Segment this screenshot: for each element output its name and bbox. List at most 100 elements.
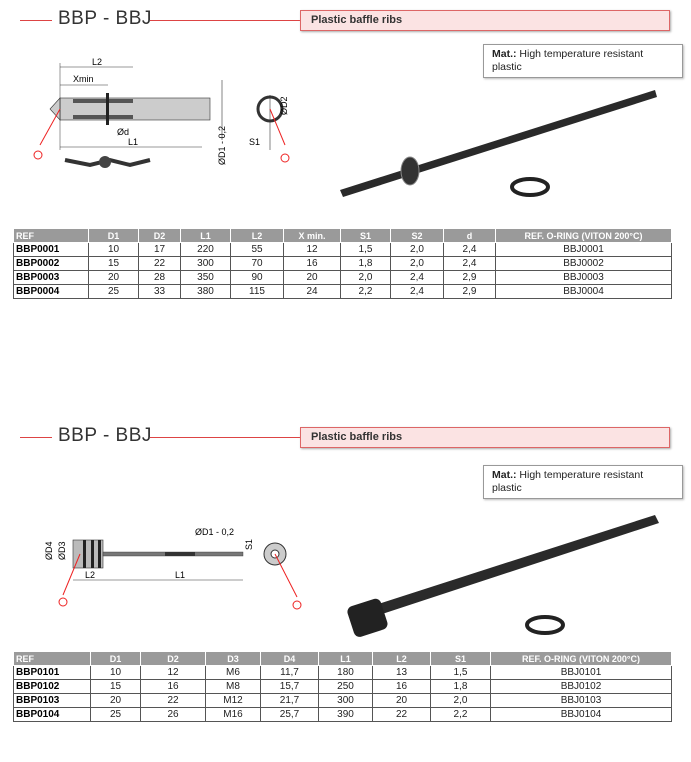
product-image bbox=[340, 90, 657, 197]
svg-text:L2: L2 bbox=[85, 570, 95, 580]
table-cell: 20 bbox=[90, 693, 141, 708]
col-s1: S1 bbox=[430, 651, 491, 666]
table-cell: 25,7 bbox=[260, 707, 319, 722]
table-cell: 21,7 bbox=[260, 693, 319, 708]
svg-text:Xmin: Xmin bbox=[73, 74, 94, 84]
table-cell: 22 bbox=[372, 707, 431, 722]
table-cell: 28 bbox=[138, 270, 181, 285]
col-s2: S2 bbox=[390, 228, 444, 243]
table-cell: 55 bbox=[230, 242, 284, 257]
svg-text:ØD1 - 0,2: ØD1 - 0,2 bbox=[217, 126, 227, 165]
table-cell: 2,4 bbox=[390, 270, 444, 285]
table-cell: 350 bbox=[180, 270, 231, 285]
table-cell: M16 bbox=[205, 707, 261, 722]
table-cell: BBP0101 bbox=[13, 665, 91, 680]
title-rule-right bbox=[150, 20, 300, 21]
svg-text:L1: L1 bbox=[175, 570, 185, 580]
material-box: Mat.: High temperature resistant plastic bbox=[483, 44, 683, 78]
table-cell: 22 bbox=[140, 693, 206, 708]
svg-text:Ød: Ød bbox=[117, 127, 129, 137]
svg-text:ØD3: ØD3 bbox=[57, 541, 67, 560]
table-cell: 16 bbox=[283, 256, 341, 271]
table-cell: 1,8 bbox=[430, 679, 491, 694]
table-cell: BBJ0104 bbox=[490, 707, 672, 722]
table-cell: 2,0 bbox=[390, 242, 444, 257]
table-cell: 2,4 bbox=[390, 284, 444, 299]
table-cell: BBP0102 bbox=[13, 679, 91, 694]
col-d4: D4 bbox=[260, 651, 319, 666]
table-cell: 20 bbox=[372, 693, 431, 708]
section-subtitle: Plastic baffle ribs bbox=[300, 427, 670, 448]
table-cell: 380 bbox=[180, 284, 231, 299]
title-rule-left bbox=[20, 20, 52, 21]
table-cell: BBP0004 bbox=[13, 284, 89, 299]
col-ref: REF bbox=[13, 228, 89, 243]
table-cell: 220 bbox=[180, 242, 231, 257]
table-cell: 115 bbox=[230, 284, 284, 299]
table-cell: 16 bbox=[372, 679, 431, 694]
table-cell: BBP0103 bbox=[13, 693, 91, 708]
table-cell: 20 bbox=[283, 270, 341, 285]
table-cell: 90 bbox=[230, 270, 284, 285]
table-cell: BBJ0101 bbox=[490, 665, 672, 680]
table-cell: 2,2 bbox=[430, 707, 491, 722]
svg-text:ØD2: ØD2 bbox=[279, 96, 289, 115]
table-cell: 11,7 bbox=[260, 665, 319, 680]
col-d1: D1 bbox=[88, 228, 139, 243]
table-cell: BBJ0004 bbox=[495, 284, 672, 299]
table-cell: BBJ0002 bbox=[495, 256, 672, 271]
section-subtitle: Plastic baffle ribs bbox=[300, 10, 670, 31]
table-cell: 10 bbox=[88, 242, 139, 257]
table-cell: BBJ0001 bbox=[495, 242, 672, 257]
table-cell: 300 bbox=[318, 693, 373, 708]
table-cell: 2,9 bbox=[443, 270, 496, 285]
table-cell: 20 bbox=[88, 270, 139, 285]
table-cell: BBJ0003 bbox=[495, 270, 672, 285]
col-d1: D1 bbox=[90, 651, 141, 666]
table-cell: 25 bbox=[90, 707, 141, 722]
col-oring: REF. O-RING (VITON 200°C) bbox=[495, 228, 672, 243]
material-label: Mat.: bbox=[492, 48, 517, 60]
svg-text:S1: S1 bbox=[244, 539, 254, 550]
svg-text:ØD1 - 0,2: ØD1 - 0,2 bbox=[195, 527, 234, 537]
table-cell: 250 bbox=[318, 679, 373, 694]
table-cell: 1,8 bbox=[340, 256, 391, 271]
table-cell: BBJ0103 bbox=[490, 693, 672, 708]
svg-text:S1: S1 bbox=[249, 137, 260, 147]
table-cell: M6 bbox=[205, 665, 261, 680]
table-cell: BBP0003 bbox=[13, 270, 89, 285]
col-xmin: X min. bbox=[283, 228, 341, 243]
table-cell: 12 bbox=[283, 242, 341, 257]
table-cell: 2,4 bbox=[443, 242, 496, 257]
material-label: Mat.: bbox=[492, 469, 517, 481]
table-cell: 300 bbox=[180, 256, 231, 271]
product-image bbox=[347, 515, 659, 637]
table-cell: 16 bbox=[140, 679, 206, 694]
material-text: High temperature resistant plastic bbox=[492, 469, 644, 494]
svg-text:L1: L1 bbox=[128, 137, 138, 147]
material-text: High temperature resistant plastic bbox=[492, 48, 644, 73]
table-cell: 15 bbox=[88, 256, 139, 271]
table-cell: 26 bbox=[140, 707, 206, 722]
table-cell: BBJ0102 bbox=[490, 679, 672, 694]
table-cell: 1,5 bbox=[430, 665, 491, 680]
title-rule-right bbox=[150, 437, 300, 438]
col-ref: REF bbox=[13, 651, 91, 666]
material-box: Mat.: High temperature resistant plastic bbox=[483, 465, 683, 499]
table-cell: 180 bbox=[318, 665, 373, 680]
col-d3: D3 bbox=[205, 651, 261, 666]
table-cell: 390 bbox=[318, 707, 373, 722]
table-cell: BBP0002 bbox=[13, 256, 89, 271]
table-cell: 70 bbox=[230, 256, 284, 271]
col-d2: D2 bbox=[140, 651, 206, 666]
